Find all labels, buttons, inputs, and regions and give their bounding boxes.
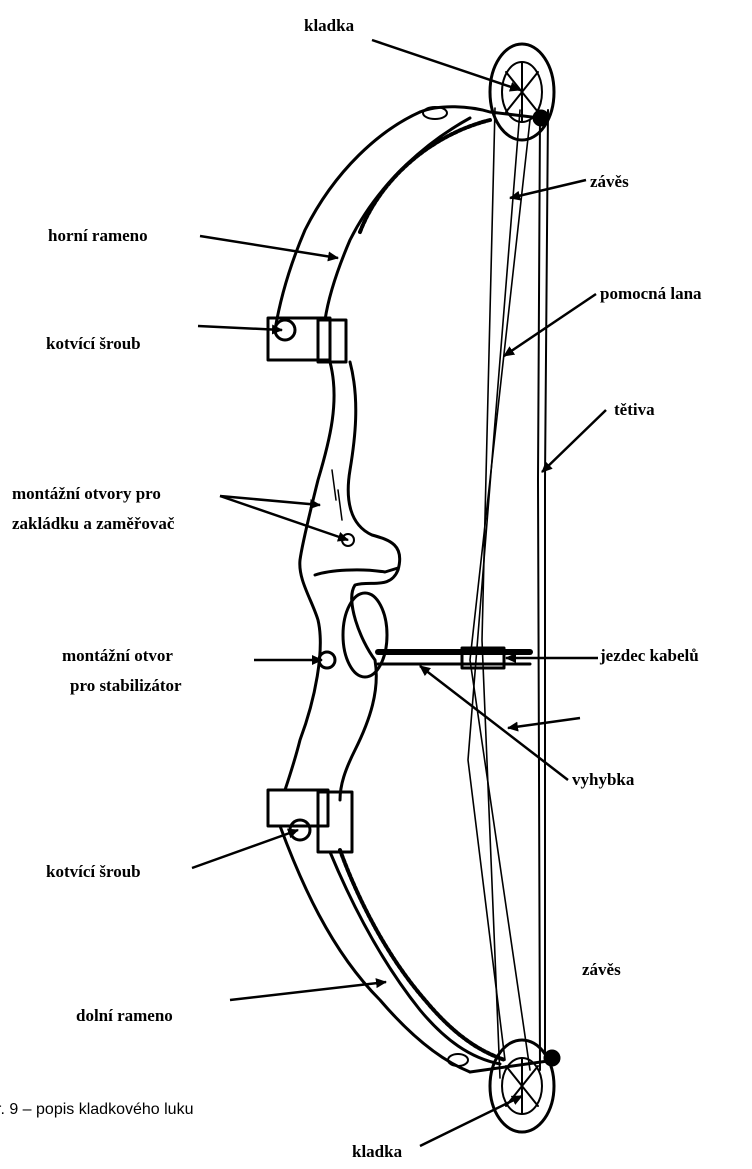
label-horni-rameno: horní rameno (48, 226, 148, 246)
lower-limb (268, 790, 555, 1072)
upper-limb (268, 107, 540, 362)
label-tetiva: tětiva (614, 400, 655, 420)
label-montazni-otvory-2: zakládku a zaměřovač (12, 514, 174, 534)
riser (285, 362, 400, 800)
label-zaves-top: závěs (590, 172, 629, 192)
figure-caption: r. 9 – popis kladkového luku (0, 1100, 193, 1120)
top-pulley (490, 44, 554, 140)
label-montazni-otvor-1: montážní otvor (62, 646, 173, 666)
label-kotvici-sroub-bottom: kotvící šroub (46, 862, 141, 882)
label-vyhybka: vyhybka (572, 770, 634, 790)
label-kladka-bottom: kladka (352, 1142, 402, 1162)
label-montazni-otvor-2: pro stabilizátor (70, 676, 182, 696)
bow-string (538, 110, 548, 1070)
bottom-pulley (490, 1040, 560, 1132)
label-dolni-rameno: dolní rameno (76, 1006, 173, 1026)
cables (468, 108, 530, 1078)
label-jezdec-kabelu: jezdec kabelů (600, 646, 699, 666)
label-kladka-top: kladka (304, 16, 354, 36)
label-zaves-bottom: závěs (582, 960, 621, 980)
label-pomocna-lana: pomocná lana (600, 284, 702, 304)
label-kotvici-sroub-top: kotvící šroub (46, 334, 141, 354)
label-montazni-otvory-1: montážní otvory pro (12, 484, 161, 504)
